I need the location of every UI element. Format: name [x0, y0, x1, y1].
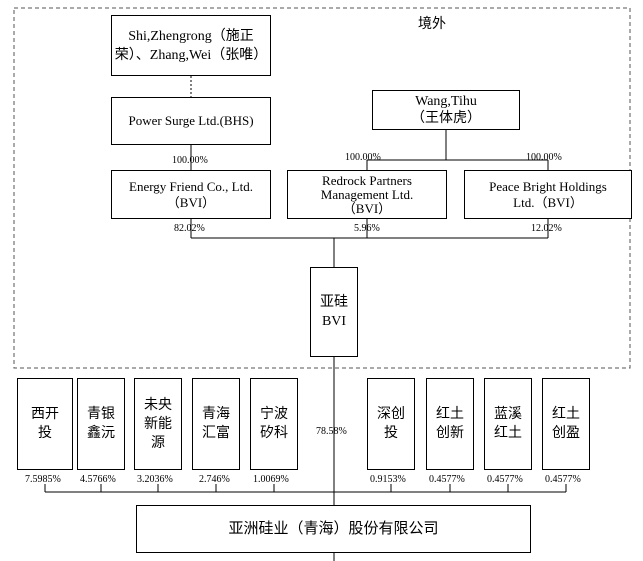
- shareholder-pct-0: 7.5985%: [25, 474, 61, 485]
- pct-wang-to-peace: 100.00%: [526, 152, 562, 163]
- shareholder-pct-1: 4.5766%: [80, 474, 116, 485]
- owner-box-shi-zhang: Shi,Zhengrong（施正荣）、Zhang,Wei（张唯）: [111, 15, 271, 76]
- offshore-boundary: [13, 7, 631, 369]
- shareholder-box-1: 青银 鑫沅: [77, 378, 125, 470]
- entity-box-power-surge: Power Surge Ltd.(BHS): [111, 97, 271, 145]
- shareholder-pct-7: 0.4577%: [487, 474, 523, 485]
- shareholder-box-6: 红土 创新: [426, 378, 474, 470]
- shareholder-box-0: 西开 投: [17, 378, 73, 470]
- company-box: 亚洲硅业（青海）股份有限公司: [136, 505, 531, 553]
- entity-box-yagui-bvi: 亚硅 BVI: [310, 267, 358, 357]
- owner-box-wang: Wang,Tihu （王体虎）: [372, 90, 520, 130]
- shareholder-pct-6: 0.4577%: [429, 474, 465, 485]
- shareholder-box-5: 深创 投: [367, 378, 415, 470]
- pct-yagui-to-company: 78.58%: [316, 426, 347, 437]
- pct-energy-to-yagui: 82.02%: [174, 223, 205, 234]
- shareholder-pct-2: 3.2036%: [137, 474, 173, 485]
- pct-peace-to-yagui: 12.02%: [531, 223, 562, 234]
- shareholder-pct-4: 1.0069%: [253, 474, 289, 485]
- entity-box-peace-bright: Peace Bright Holdings Ltd.（BVI）: [464, 170, 632, 219]
- pct-redrock-to-yagui: 5.96%: [354, 223, 380, 234]
- offshore-label: 境外: [418, 17, 446, 32]
- shareholder-box-4: 宁波 矽科: [250, 378, 298, 470]
- entity-box-redrock: Redrock Partners Management Ltd. （BVI）: [287, 170, 447, 219]
- shareholder-box-8: 红土 创盈: [542, 378, 590, 470]
- shareholder-box-2: 未央 新能 源: [134, 378, 182, 470]
- pct-wang-to-redrock: 100.00%: [345, 152, 381, 163]
- entity-box-energy-friend: Energy Friend Co., Ltd. （BVI）: [111, 170, 271, 219]
- shareholder-pct-5: 0.9153%: [370, 474, 406, 485]
- shareholder-pct-8: 0.4577%: [545, 474, 581, 485]
- shareholder-box-3: 青海 汇富: [192, 378, 240, 470]
- pct-power-to-energy: 100.00%: [172, 155, 208, 166]
- shareholder-pct-3: 2.746%: [199, 474, 230, 485]
- shareholder-box-7: 蓝溪 红土: [484, 378, 532, 470]
